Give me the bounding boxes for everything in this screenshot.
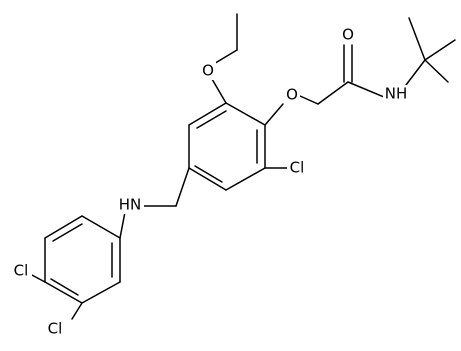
atom-label-carbonyl-oxygen: O xyxy=(342,26,354,44)
bond xyxy=(405,59,426,86)
bond xyxy=(50,278,79,296)
bond xyxy=(225,102,266,126)
bond xyxy=(225,167,266,191)
atom-label-chlorine-para: Cl xyxy=(48,320,63,338)
bond xyxy=(29,273,46,283)
bond xyxy=(52,223,83,242)
atom-label-amine-nitrogen: HN xyxy=(119,196,142,214)
bond xyxy=(196,110,227,129)
bond xyxy=(264,103,284,126)
atom-label-amide-nitrogen: NH xyxy=(385,85,408,103)
bond xyxy=(299,95,319,105)
bond xyxy=(81,281,121,304)
bond xyxy=(119,211,126,239)
bond xyxy=(81,215,121,239)
atom-label-ether-oxygen: O xyxy=(286,86,298,104)
bond xyxy=(175,167,190,207)
bond xyxy=(317,81,349,105)
bond xyxy=(44,215,83,239)
bond xyxy=(188,102,227,126)
atom-label-layer: O O O NH Cl HN Cl Cl xyxy=(10,26,409,338)
bond xyxy=(44,281,83,304)
atom-label-ethoxy-oxygen: O xyxy=(202,62,214,80)
bond xyxy=(211,78,227,104)
atom-label-chlorine-meta: Cl xyxy=(14,262,29,280)
bond xyxy=(347,81,385,98)
bond xyxy=(424,59,449,83)
bond xyxy=(408,17,426,61)
bond xyxy=(188,167,227,191)
bond xyxy=(424,39,456,61)
bond xyxy=(71,302,83,320)
atom-label-ring-chlorine: Cl xyxy=(290,159,305,177)
bond xyxy=(194,165,223,183)
bond-layer xyxy=(29,13,456,320)
